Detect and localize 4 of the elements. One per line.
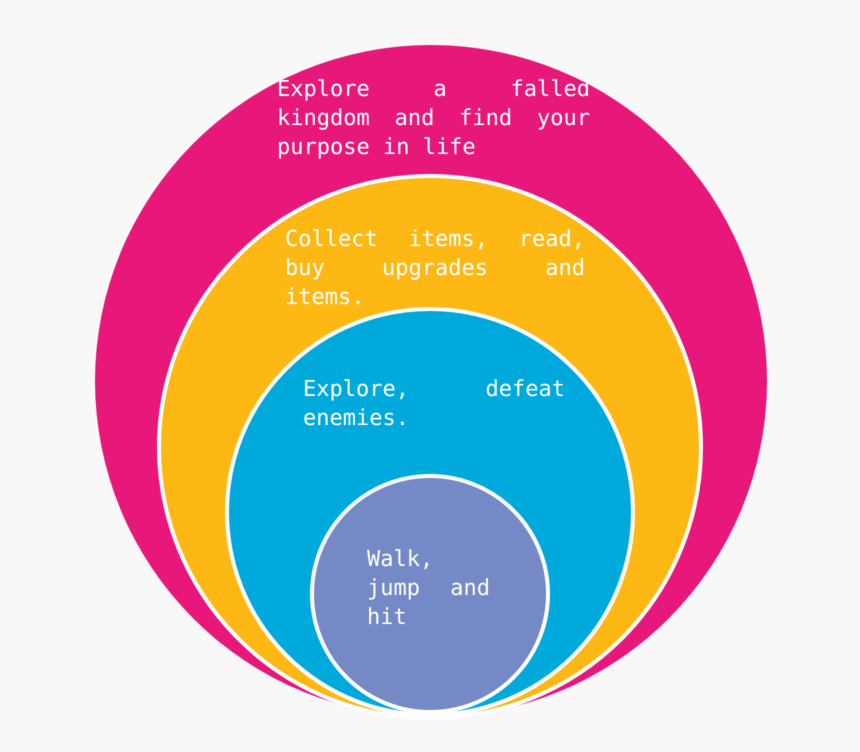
- layer-text: Explore, defeat enemies.: [303, 376, 565, 433]
- layer-text: Collect items, read, buy upgrades and items.: [285, 226, 585, 312]
- layer-text: Walk, jump and hit: [367, 546, 490, 632]
- layer-text: Explore a falled kingdom and find your purpose in life: [277, 76, 590, 162]
